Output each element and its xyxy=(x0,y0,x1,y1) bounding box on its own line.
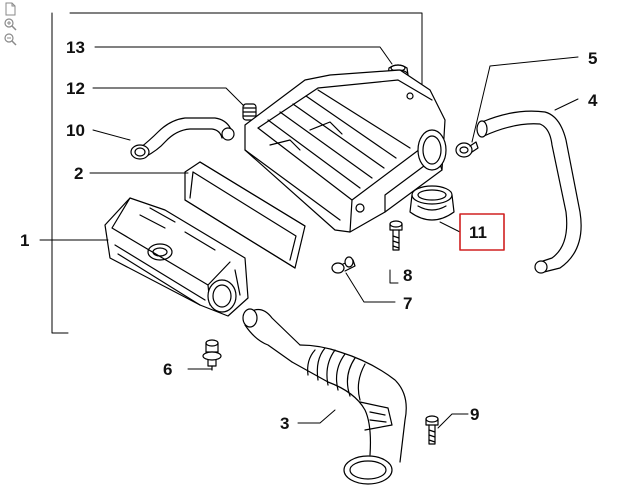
part-2-filter-element[interactable] xyxy=(184,161,306,269)
assembly-bracket xyxy=(69,12,423,109)
callout-labels: 13 12 10 2 1 5 4 11 8 7 6 3 9 xyxy=(20,38,598,433)
part-5-hose-clamp[interactable] xyxy=(455,141,479,158)
leader-lines xyxy=(39,46,579,429)
callout-4[interactable]: 4 xyxy=(588,91,598,110)
part-8-bolt[interactable] xyxy=(389,220,403,251)
callout-6[interactable]: 6 xyxy=(163,360,172,379)
part-6-fastener[interactable] xyxy=(202,339,222,371)
callout-3[interactable]: 3 xyxy=(280,414,289,433)
part-10-breather-pipe[interactable] xyxy=(130,117,235,160)
page-icon[interactable] xyxy=(3,2,17,16)
callout-2[interactable]: 2 xyxy=(74,164,83,183)
callout-5[interactable]: 5 xyxy=(588,49,597,68)
part-9-bolt[interactable] xyxy=(425,415,439,445)
part-1-lower-housing[interactable] xyxy=(104,197,249,317)
part-7-screw[interactable] xyxy=(331,256,356,274)
callout-13[interactable]: 13 xyxy=(66,38,85,57)
callout-1[interactable]: 1 xyxy=(20,231,29,250)
callout-9[interactable]: 9 xyxy=(470,405,479,424)
part-11-intake-ring[interactable] xyxy=(409,185,455,221)
callout-10[interactable]: 10 xyxy=(66,121,85,140)
air-filter-upper-housing[interactable] xyxy=(244,69,447,233)
part-4-long-hose[interactable] xyxy=(476,110,582,274)
callout-11[interactable]: 11 xyxy=(469,223,487,242)
callout-8[interactable]: 8 xyxy=(403,266,412,285)
callout-11-highlight xyxy=(459,213,505,251)
part-12-clip[interactable] xyxy=(242,103,257,121)
callout-12[interactable]: 12 xyxy=(66,79,85,98)
part-3-intake-duct[interactable] xyxy=(242,308,407,485)
zoom-in-icon[interactable] xyxy=(3,17,17,31)
zoom-out-icon[interactable] xyxy=(3,32,17,46)
assembly-bracket-left xyxy=(51,12,69,334)
callout-7[interactable]: 7 xyxy=(403,294,412,313)
